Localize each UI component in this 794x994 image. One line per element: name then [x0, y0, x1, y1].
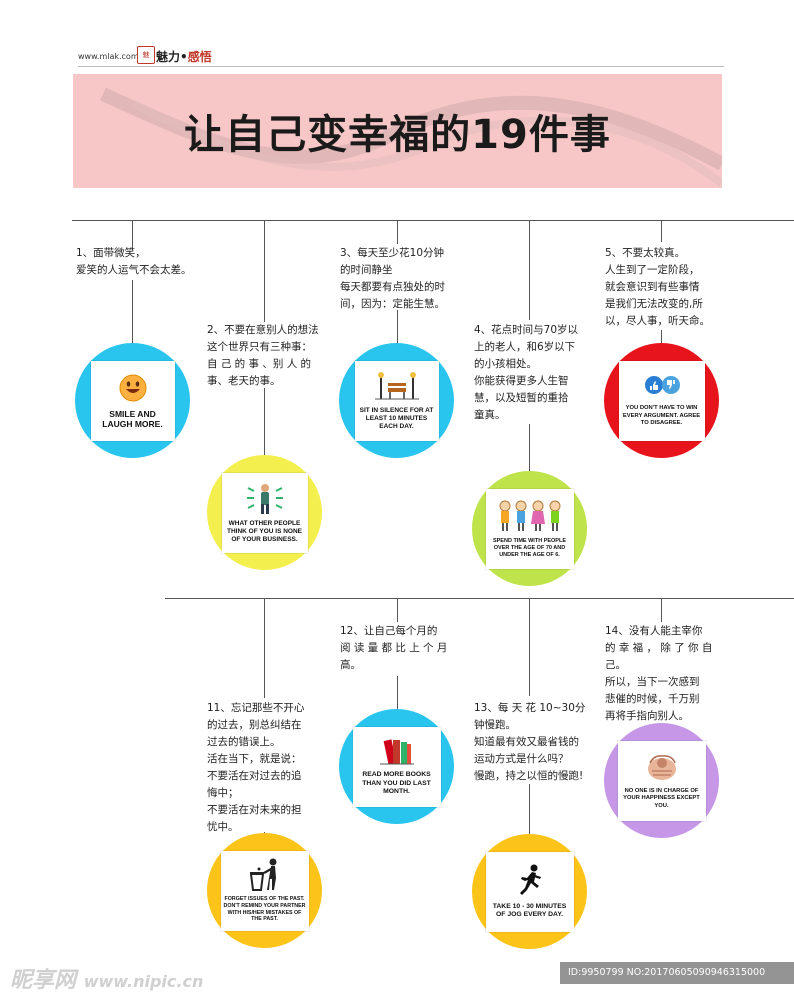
card-caption-11: FORGET ISSUES OF THE PAST. DON'T REMIND …: [223, 895, 306, 923]
item-1-text: 1、面带微笑， 爱笑的人运气不会太差。: [76, 247, 192, 276]
circle-item-3: SIT IN SILENCE FOR AT LEAST 10 MINUTES E…: [339, 343, 454, 458]
kids-icon: [499, 500, 560, 531]
connector: [397, 310, 398, 360]
watermark-text: 昵享网: [10, 968, 77, 993]
card-caption-2: WHAT OTHER PEOPLE THINK OF YOU IS NONE O…: [227, 519, 302, 543]
card-caption-1: SMILE AND LAUGH MORE.: [102, 408, 163, 429]
circle-item-11: FORGET ISSUES OF THE PAST. DON'T REMIND …: [207, 833, 322, 948]
item-14-text: 14、没有人能主宰你 的 幸 福 ， 除 了 你 自 己。 所以，当下一次感到 …: [605, 625, 713, 722]
brand-name: 魅力: [156, 50, 181, 64]
circle-item-4: SPEND TIME WITH PEOPLE OVER THE AGE OF 7…: [472, 471, 587, 586]
item-12-text: 12、让自己每个月的 阅 读 量 都 比 上 个 月 高。: [340, 625, 448, 671]
card-caption-14: NO ONE IS IN CHARGE OF YOUR HAPPINESS EX…: [623, 787, 700, 809]
card-item-4: SPEND TIME WITH PEOPLE OVER THE AGE OF 7…: [485, 488, 574, 569]
connector: [661, 598, 662, 622]
card-item-11: FORGET ISSUES OF THE PAST. DON'T REMIND …: [220, 850, 309, 931]
connector: [132, 220, 133, 250]
connector: [397, 220, 398, 244]
site-url: www.mlak.com: [78, 52, 139, 61]
brand-subtitle: 感悟: [187, 50, 212, 64]
item-13-text: 13、每 天 花 10~30分 钟慢跑。 知道最有效又最省钱的 运动方式是什么吗…: [474, 702, 586, 782]
card-item-2: WHAT OTHER PEOPLE THINK OF YOU IS NONE O…: [221, 472, 308, 553]
connector: [529, 424, 530, 474]
connector: [397, 676, 398, 726]
watermark: 昵享网 www.nipic.cn: [10, 962, 203, 994]
banner-swoosh: [100, 87, 722, 188]
connector: [264, 598, 265, 698]
books-icon: [379, 739, 414, 765]
card-item-1: SMILE AND LAUGH MORE.: [90, 360, 175, 441]
item-2-text: 2、不要在意别人的想法 这个世界只有三种事： 自 己 的 事 、别 人 的 事、…: [207, 324, 319, 387]
card-caption-13: TAKE 10 - 30 MINUTES OF JOG EVERY DAY.: [492, 902, 567, 919]
card-caption-5: YOU DON'T HAVE TO WIN EVERY ARGUMENT. AG…: [622, 405, 701, 427]
circle-item-1: SMILE AND LAUGH MORE.: [75, 343, 190, 458]
timeline-row2: [165, 598, 794, 599]
trash-icon: [249, 858, 276, 891]
item-3-text: 3、每天至少花10分钟 的时间静坐 每天都要有点独处的时 间，因为：定能生慧。: [340, 247, 445, 310]
connector: [132, 280, 133, 350]
pointing-hand-icon: [647, 754, 676, 780]
item-4-text: 4、花点时间与70岁以 上的老人，和6岁以下 的小孩相处。 你能获得更多人生智 …: [474, 324, 579, 421]
connector: [529, 784, 530, 834]
title-banner: 让自己变幸福的19件事: [73, 74, 722, 188]
connector: [264, 220, 265, 322]
runner-icon: [519, 864, 541, 895]
bench-icon: [374, 371, 419, 399]
brand-logo: 魅: [137, 46, 155, 64]
connector: [264, 388, 265, 468]
thumbs-icon: [644, 376, 680, 395]
item-5-text: 5、不要太较真。 人生到了一定阶段， 就会意识到有些事情 是我们无法改变的,所 …: [605, 247, 710, 327]
connector: [661, 220, 662, 242]
brand-title: 魅力•感悟: [156, 48, 212, 65]
connector: [529, 220, 530, 320]
card-item-13: TAKE 10 - 30 MINUTES OF JOG EVERY DAY.: [485, 851, 574, 932]
timeline-row1: [72, 220, 794, 221]
smiley-icon: [119, 374, 146, 401]
card-item-12: READ MORE BOOKS THAN YOU DID LAST MONTH.: [352, 726, 441, 807]
image-id-bar: ID:9950799 NO:20170605090946315000: [560, 962, 794, 984]
connector: [529, 598, 530, 696]
connector: [661, 330, 662, 350]
circle-item-13: TAKE 10 - 30 MINUTES OF JOG EVERY DAY.: [472, 834, 587, 949]
watermark-url: www.nipic.cn: [83, 972, 204, 991]
header-rule: [78, 66, 724, 67]
person-icon: [246, 483, 283, 514]
item-11-text: 11、忘记那些不开心 的过去，别总纠结在 过去的错误上。 活在当下，就是说： 不…: [207, 702, 305, 833]
circle-item-2: WHAT OTHER PEOPLE THINK OF YOU IS NONE O…: [207, 455, 322, 570]
card-item-3: SIT IN SILENCE FOR AT LEAST 10 MINUTES E…: [354, 360, 439, 441]
card-caption-3: SIT IN SILENCE FOR AT LEAST 10 MINUTES E…: [359, 406, 434, 430]
card-caption-12: READ MORE BOOKS THAN YOU DID LAST MONTH.: [362, 771, 431, 796]
card-item-14: NO ONE IS IN CHARGE OF YOUR HAPPINESS EX…: [617, 740, 706, 821]
brand-separator: •: [180, 50, 188, 64]
card-caption-4: SPEND TIME WITH PEOPLE OVER THE AGE OF 7…: [492, 537, 567, 558]
circle-item-12: READ MORE BOOKS THAN YOU DID LAST MONTH.: [339, 709, 454, 824]
circle-item-5: YOU DON'T HAVE TO WIN EVERY ARGUMENT. AG…: [604, 343, 719, 458]
card-item-5: YOU DON'T HAVE TO WIN EVERY ARGUMENT. AG…: [618, 360, 705, 441]
connector: [397, 598, 398, 622]
circle-item-14: NO ONE IS IN CHARGE OF YOUR HAPPINESS EX…: [604, 723, 719, 838]
page-title: 让自己变幸福的19件事: [184, 112, 611, 158]
